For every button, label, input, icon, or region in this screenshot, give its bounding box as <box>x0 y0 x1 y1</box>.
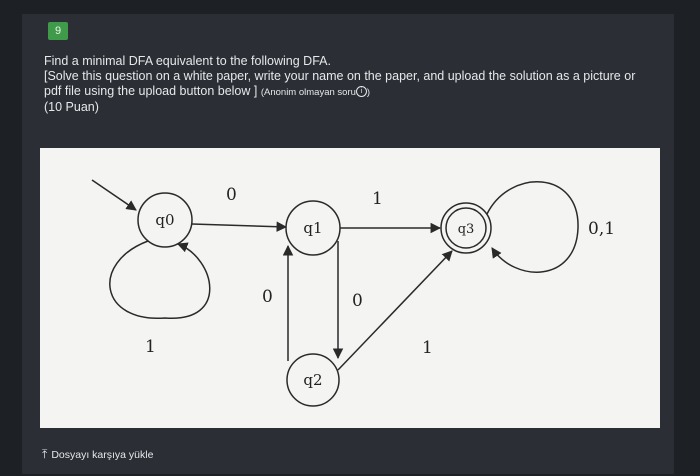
label-q2-q1: 0 <box>262 287 273 307</box>
edge-q2-q3 <box>337 250 453 371</box>
question-line-2: [Solve this question on a white paper, w… <box>44 69 644 100</box>
question-line-1: Find a minimal DFA equivalent to the fol… <box>44 54 331 68</box>
label-q2-q3: 1 <box>422 338 433 358</box>
edge-q3-self <box>486 181 579 273</box>
question-number-badge: 9 <box>48 22 68 40</box>
question-text: Find a minimal DFA equivalent to the fol… <box>44 54 644 115</box>
svg-text:q0: q0 <box>155 211 174 229</box>
upload-icon: ⤒ <box>42 447 48 461</box>
start-arrow <box>91 179 137 211</box>
label-q0-q1: 0 <box>226 185 237 205</box>
edge-q0-self <box>109 240 211 319</box>
dfa-diagram: q0 1 0 q1 1 q3 0,1 0 0 <box>40 148 660 428</box>
info-icon[interactable]: i <box>355 86 367 98</box>
question-instruction: [Solve this question on a white paper, w… <box>44 69 636 98</box>
state-q1: q1 <box>285 200 341 256</box>
edge-q0-q1 <box>191 221 288 232</box>
svg-text:q2: q2 <box>303 371 322 389</box>
label-q1-q2: 0 <box>352 291 363 311</box>
state-q0: q0 <box>137 192 193 248</box>
state-q2: q2 <box>286 353 340 407</box>
upload-button[interactable]: ⤒ Dosyayı karşıya yükle <box>42 447 153 462</box>
svg-text:q3: q3 <box>458 222 475 237</box>
state-q3-accepting: q3 <box>440 202 492 254</box>
anon-note: (Anonim olmayan soru <box>260 87 356 98</box>
question-points: (10 Puan) <box>44 100 99 114</box>
upload-label: Dosyayı karşıya yükle <box>51 448 154 461</box>
anon-note-close: ) <box>366 87 371 98</box>
label-q3-self: 0,1 <box>588 219 615 239</box>
label-q1-q3: 1 <box>372 189 383 209</box>
label-q0-self: 1 <box>145 337 156 357</box>
dfa-svg: q0 1 0 q1 1 q3 0,1 0 0 <box>91 179 615 407</box>
svg-text:q1: q1 <box>303 219 322 237</box>
